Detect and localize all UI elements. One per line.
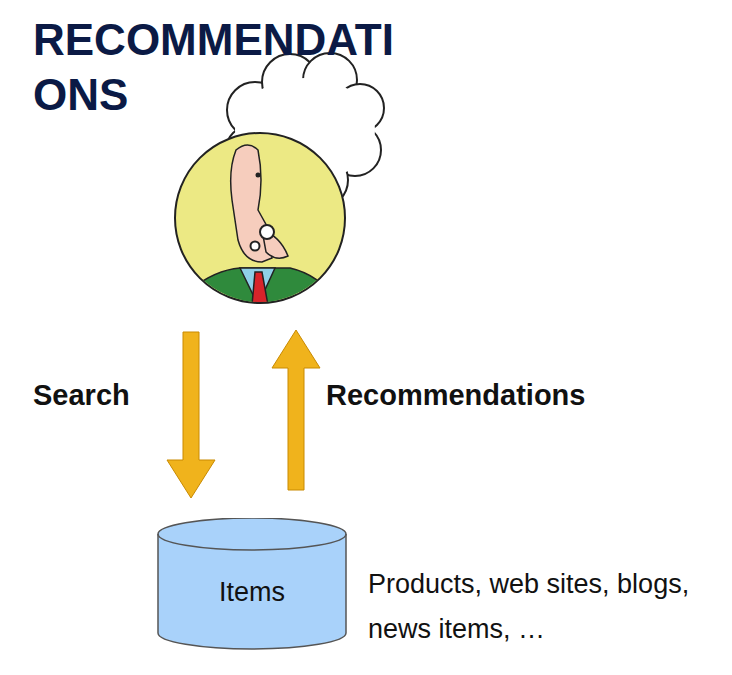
database-cylinder: Items — [157, 518, 347, 650]
note-text: Products, web sites, blogs, news items, … — [368, 562, 698, 652]
recommendations-arrow — [272, 330, 320, 490]
arrow-label: Search — [33, 378, 183, 413]
slide-title: RECOMMENDATI ONS — [33, 12, 463, 122]
arrow-label: Recommendations — [326, 378, 646, 413]
node-label: Items — [157, 577, 347, 608]
search-arrow — [167, 332, 215, 498]
person-illustration — [175, 133, 345, 310]
